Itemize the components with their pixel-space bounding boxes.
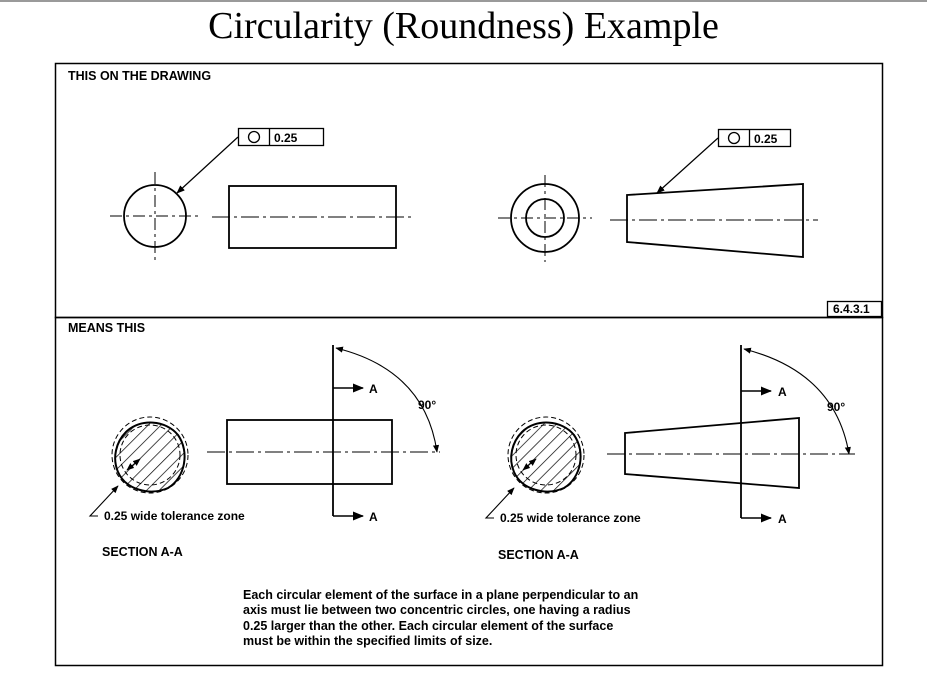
section-label-right: SECTION A-A (498, 548, 579, 562)
explanation-line: axis must lie between two concentric cir… (243, 603, 631, 617)
section-mark-top-right: A (778, 385, 787, 399)
explanation-line: must be within the specified limits of s… (243, 634, 492, 648)
right-end-view (498, 175, 592, 262)
top-panel-label: THIS ON THE DRAWING (68, 69, 211, 83)
explanation-text: Each circular element of the surface in … (243, 588, 638, 648)
left-cylinder-side-view (212, 185, 412, 249)
bottom-panel-frame (54, 316, 884, 667)
section-mark-top-left: A (369, 382, 378, 396)
right-section-view (507, 416, 585, 494)
right-cone-side-view (610, 183, 818, 258)
page-title: Circularity (Roundness) Example (208, 5, 719, 47)
left-section-view (111, 416, 189, 494)
explanation-line: 0.25 larger than the other. Each circula… (243, 619, 613, 633)
zone-label-left: 0.25 wide tolerance zone (104, 509, 245, 523)
top-border (0, 0, 927, 2)
left-cylinder-section (207, 345, 440, 521)
feature-control-frame-left: 0.25 (237, 127, 325, 147)
left-end-view (110, 172, 200, 260)
zone-label-right: 0.25 wide tolerance zone (500, 511, 641, 525)
right-cone-section (607, 345, 855, 523)
circularity-symbol-icon (727, 131, 741, 145)
leader-left (176, 136, 239, 194)
circularity-symbol-icon (247, 130, 261, 144)
reference-number: 6.4.3.1 (833, 302, 870, 316)
zone-leader-left (88, 485, 119, 517)
section-mark-bottom-right: A (778, 512, 787, 526)
tolerance-value-right: 0.25 (754, 132, 778, 146)
section-label-left: SECTION A-A (102, 545, 183, 559)
feature-control-frame-right: 0.25 (717, 128, 792, 148)
bottom-panel-label: MEANS THIS (68, 321, 145, 335)
leader-right (656, 137, 719, 194)
zone-leader-right (484, 487, 515, 519)
tolerance-value-left: 0.25 (274, 131, 298, 145)
angle-label-left: 90° (418, 398, 436, 412)
angle-label-right: 90° (827, 400, 845, 414)
explanation-line: Each circular element of the surface in … (243, 588, 638, 602)
reference-box: 6.4.3.1 (826, 300, 883, 318)
section-mark-bottom-left: A (369, 510, 378, 524)
